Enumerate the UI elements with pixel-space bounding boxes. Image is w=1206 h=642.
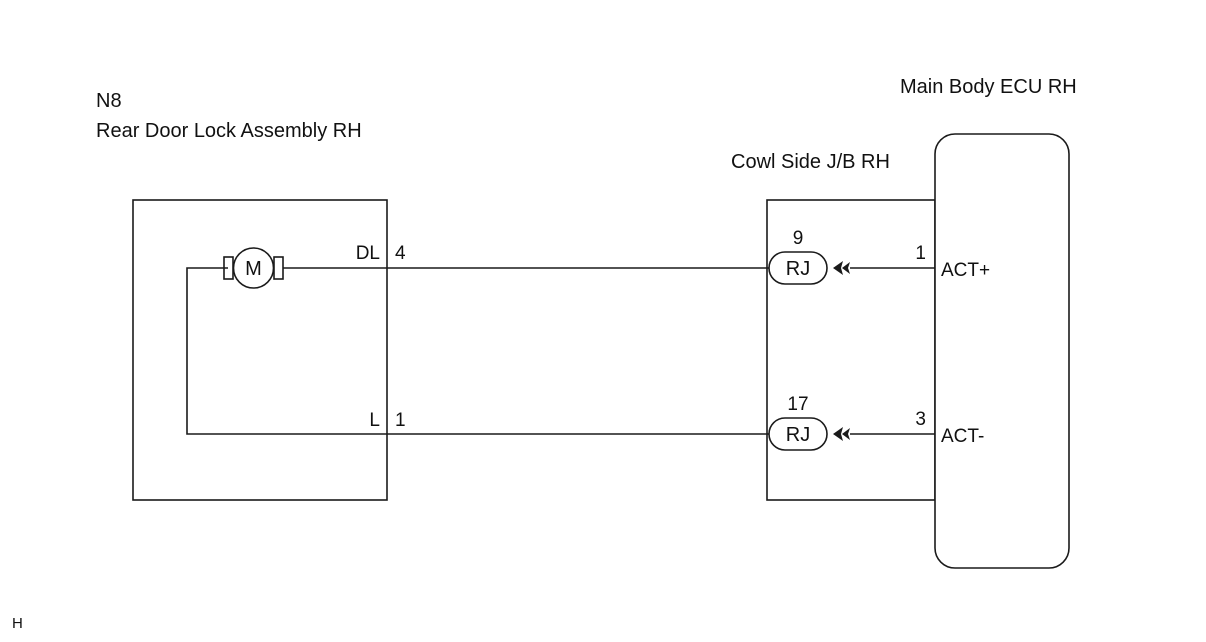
ecu-pin-3: 3: [915, 409, 926, 430]
jb-pin-17: 17: [787, 394, 808, 415]
ecu-terminal-act-minus: ACT-: [941, 426, 984, 447]
jb-pin-9: 9: [793, 228, 804, 249]
jb-code-rj: RJ: [786, 424, 810, 446]
junction-block-name: Cowl Side J/B RH: [731, 151, 890, 173]
motor-return-wire: [186, 267, 387, 435]
connector-arrow-icon: [842, 428, 850, 440]
door-lock-assembly-box: [132, 199, 388, 501]
terminal-name-l: L: [369, 410, 380, 431]
ecu-name: Main Body ECU RH: [900, 76, 1077, 98]
ecu-pin-1: 1: [915, 243, 926, 264]
footer-mark: H: [12, 615, 23, 632]
terminal-pin-4: 4: [395, 243, 406, 264]
connector-arrow-icon: [842, 262, 850, 274]
terminal-pin-1: 1: [395, 410, 406, 431]
door-lock-code: N8: [96, 90, 122, 112]
connector-arrow-icon: [833, 261, 843, 275]
motor-symbol-label: M: [245, 258, 262, 280]
door-lock-name: Rear Door Lock Assembly RH: [96, 120, 362, 142]
jb-code-rj: RJ: [786, 258, 810, 280]
motor-icon: [223, 247, 284, 289]
terminal-name-dl: DL: [356, 243, 380, 264]
ecu-terminal-act-plus: ACT+: [941, 260, 990, 281]
jb-connector-rj-17: [768, 417, 828, 451]
ecu-box: [934, 133, 1070, 569]
jb-connector-rj-9: [768, 251, 828, 285]
connector-arrow-icon: [833, 427, 843, 441]
